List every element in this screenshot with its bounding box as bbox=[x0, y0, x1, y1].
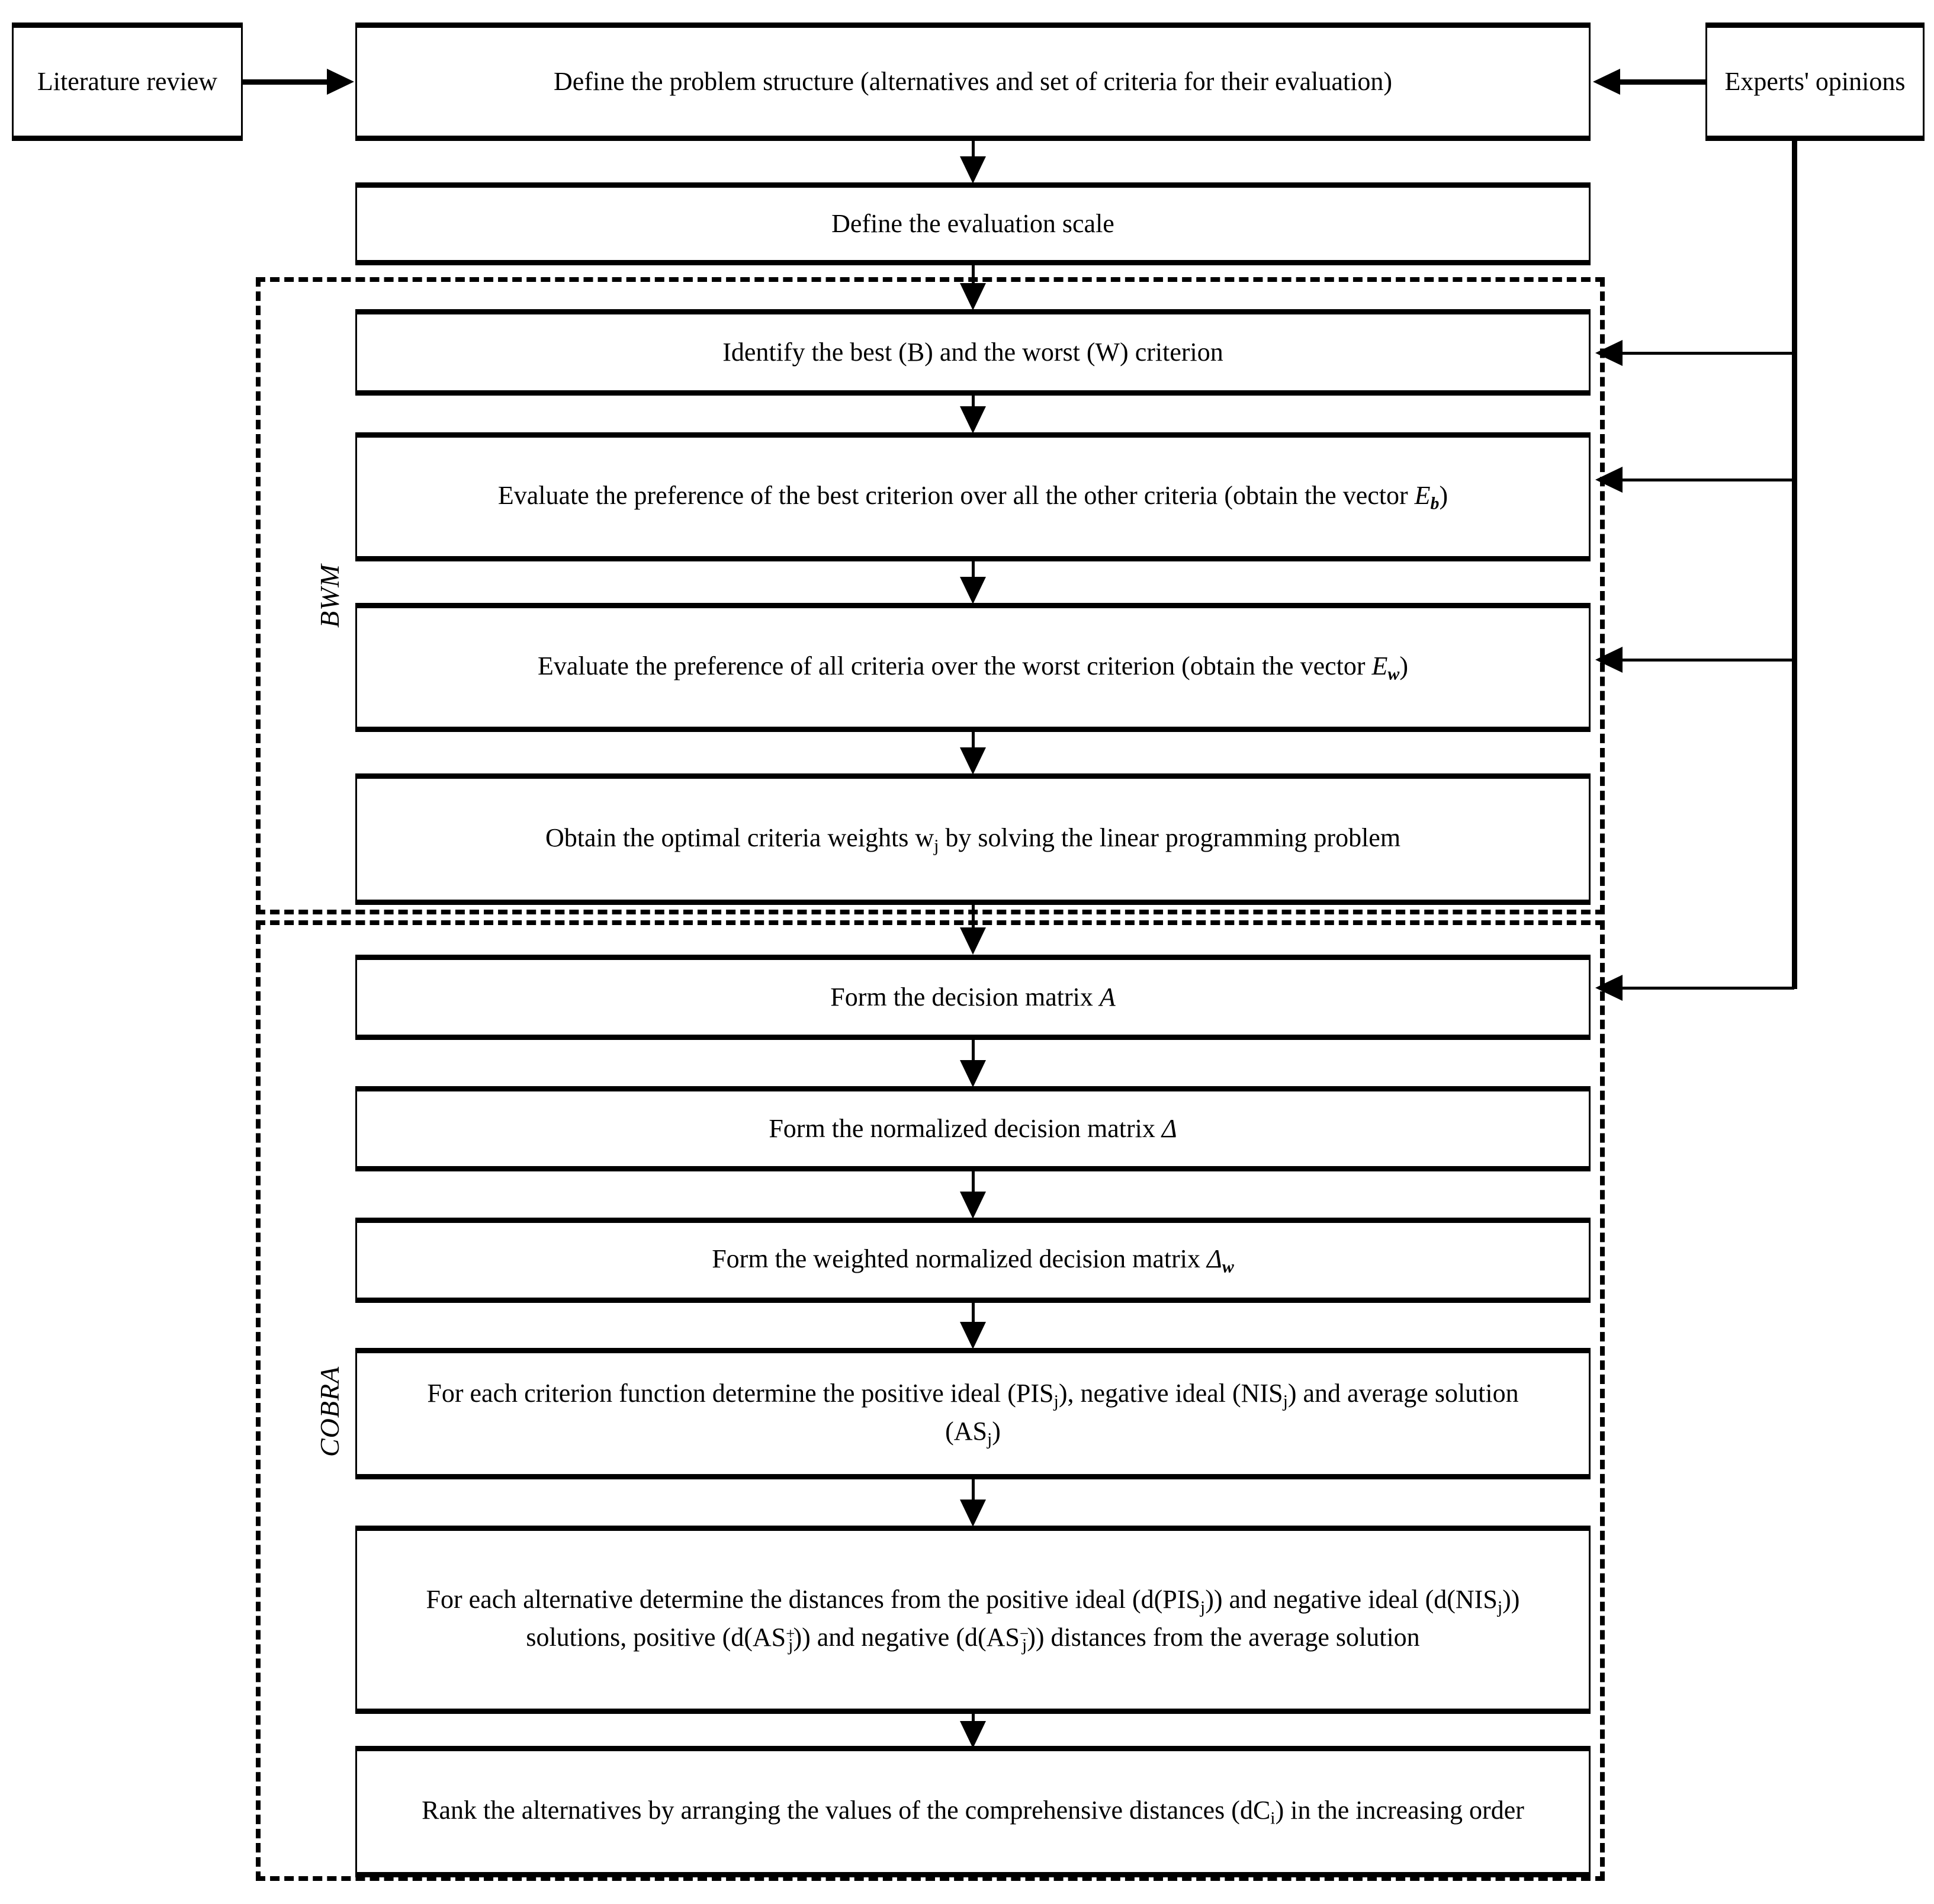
arrowhead-step10-step11 bbox=[960, 1500, 986, 1527]
connector-step3-step4 bbox=[972, 396, 975, 412]
arrowhead-step7-step8 bbox=[960, 1060, 986, 1087]
connector-step6-step7 bbox=[972, 905, 975, 932]
step-determine-distances-label: For each alternative determine the dista… bbox=[426, 1585, 1520, 1655]
step-obtain-optimal-weights-label: Obtain the optimal criteria weights wj b… bbox=[545, 823, 1401, 856]
experts-trunk-vline bbox=[1792, 141, 1797, 989]
group-label-cobra: COBRA bbox=[314, 1366, 345, 1457]
input-box-literature-review: Literature review bbox=[12, 23, 243, 141]
arrowhead-step6-step7 bbox=[960, 927, 986, 955]
connector-step9-step10 bbox=[972, 1303, 975, 1324]
connector-step1-step2 bbox=[972, 141, 975, 161]
connector-experts-to-step7 bbox=[1621, 987, 1794, 990]
step-form-normalized-decision-matrix-label: Form the normalized decision matrix Δ bbox=[769, 1113, 1177, 1143]
step-determine-pis-nis-as-label: For each criterion function determine th… bbox=[427, 1379, 1519, 1449]
connector-literature-to-step1 bbox=[243, 79, 330, 85]
step-rank-alternatives-label: Rank the alternatives by arranging the v… bbox=[422, 1796, 1524, 1828]
step-form-weighted-normalized-decision-matrix-label: Form the weighted normalized decision ma… bbox=[712, 1244, 1234, 1277]
step-define-problem-structure: Define the problem structure (alternativ… bbox=[355, 23, 1591, 141]
step-define-evaluation-scale: Define the evaluation scale bbox=[355, 182, 1591, 265]
step-evaluate-all-over-worst: Evaluate the preference of all criteria … bbox=[355, 603, 1591, 732]
connector-step10-step11 bbox=[972, 1479, 975, 1501]
step-form-weighted-normalized-decision-matrix: Form the weighted normalized decision ma… bbox=[355, 1218, 1591, 1303]
connector-step5-step6 bbox=[972, 732, 975, 749]
step-determine-pis-nis-as: For each criterion function determine th… bbox=[355, 1348, 1591, 1479]
step-evaluate-all-over-worst-label: Evaluate the preference of all criteria … bbox=[537, 651, 1409, 684]
step-define-problem-structure-label: Define the problem structure (alternativ… bbox=[554, 66, 1392, 96]
step-identify-best-worst: Identify the best (B) and the worst (W) … bbox=[355, 309, 1591, 396]
step-evaluate-best-over-others: Evaluate the preference of the best crit… bbox=[355, 432, 1591, 561]
arrowhead-step4-step5 bbox=[960, 577, 986, 604]
connector-step11-step12 bbox=[972, 1714, 975, 1726]
step-form-normalized-decision-matrix: Form the normalized decision matrix Δ bbox=[355, 1086, 1591, 1171]
arrowhead-step2-step3 bbox=[960, 283, 986, 310]
connector-step2-step3 bbox=[972, 265, 975, 290]
arrowhead-step11-step12 bbox=[960, 1721, 986, 1748]
step-rank-alternatives: Rank the alternatives by arranging the v… bbox=[355, 1746, 1591, 1877]
arrowhead-experts-to-step4 bbox=[1595, 467, 1623, 493]
arrowhead-experts-to-step7 bbox=[1595, 975, 1623, 1001]
arrowhead-step9-step10 bbox=[960, 1322, 986, 1349]
experts-opinions-label: Experts' opinions bbox=[1724, 66, 1906, 96]
arrowhead-literature-to-step1 bbox=[327, 69, 354, 95]
arrowhead-step3-step4 bbox=[960, 406, 986, 434]
step-form-decision-matrix: Form the decision matrix A bbox=[355, 955, 1591, 1040]
step-form-decision-matrix-label: Form the decision matrix A bbox=[830, 982, 1116, 1012]
arrowhead-experts-to-step5 bbox=[1595, 647, 1623, 673]
arrowhead-experts-to-step3 bbox=[1595, 340, 1623, 366]
group-bwm bbox=[256, 277, 1605, 914]
step-identify-best-worst-label: Identify the best (B) and the worst (W) … bbox=[722, 337, 1223, 367]
arrowhead-step1-step2 bbox=[960, 156, 986, 184]
connector-step4-step5 bbox=[972, 561, 975, 578]
step-define-evaluation-scale-label: Define the evaluation scale bbox=[831, 208, 1114, 238]
literature-review-label: Literature review bbox=[37, 66, 218, 96]
arrowhead-experts-to-step1 bbox=[1593, 69, 1620, 95]
step-determine-distances: For each alternative determine the dista… bbox=[355, 1526, 1591, 1714]
arrowhead-step8-step9 bbox=[960, 1192, 986, 1219]
connector-step8-step9 bbox=[972, 1171, 975, 1194]
input-box-experts-opinions: Experts' opinions bbox=[1705, 23, 1925, 141]
group-cobra bbox=[256, 920, 1605, 1881]
group-label-bwm: BWM bbox=[314, 564, 345, 628]
connector-experts-to-step5 bbox=[1621, 659, 1794, 662]
connector-experts-to-step1 bbox=[1619, 79, 1708, 85]
connector-step7-step8 bbox=[972, 1040, 975, 1062]
connector-experts-to-step3 bbox=[1621, 352, 1794, 355]
arrowhead-step5-step6 bbox=[960, 747, 986, 775]
step-evaluate-best-over-others-label: Evaluate the preference of the best crit… bbox=[497, 481, 1448, 513]
step-obtain-optimal-weights: Obtain the optimal criteria weights wj b… bbox=[355, 773, 1591, 905]
connector-experts-to-step4 bbox=[1621, 479, 1794, 481]
